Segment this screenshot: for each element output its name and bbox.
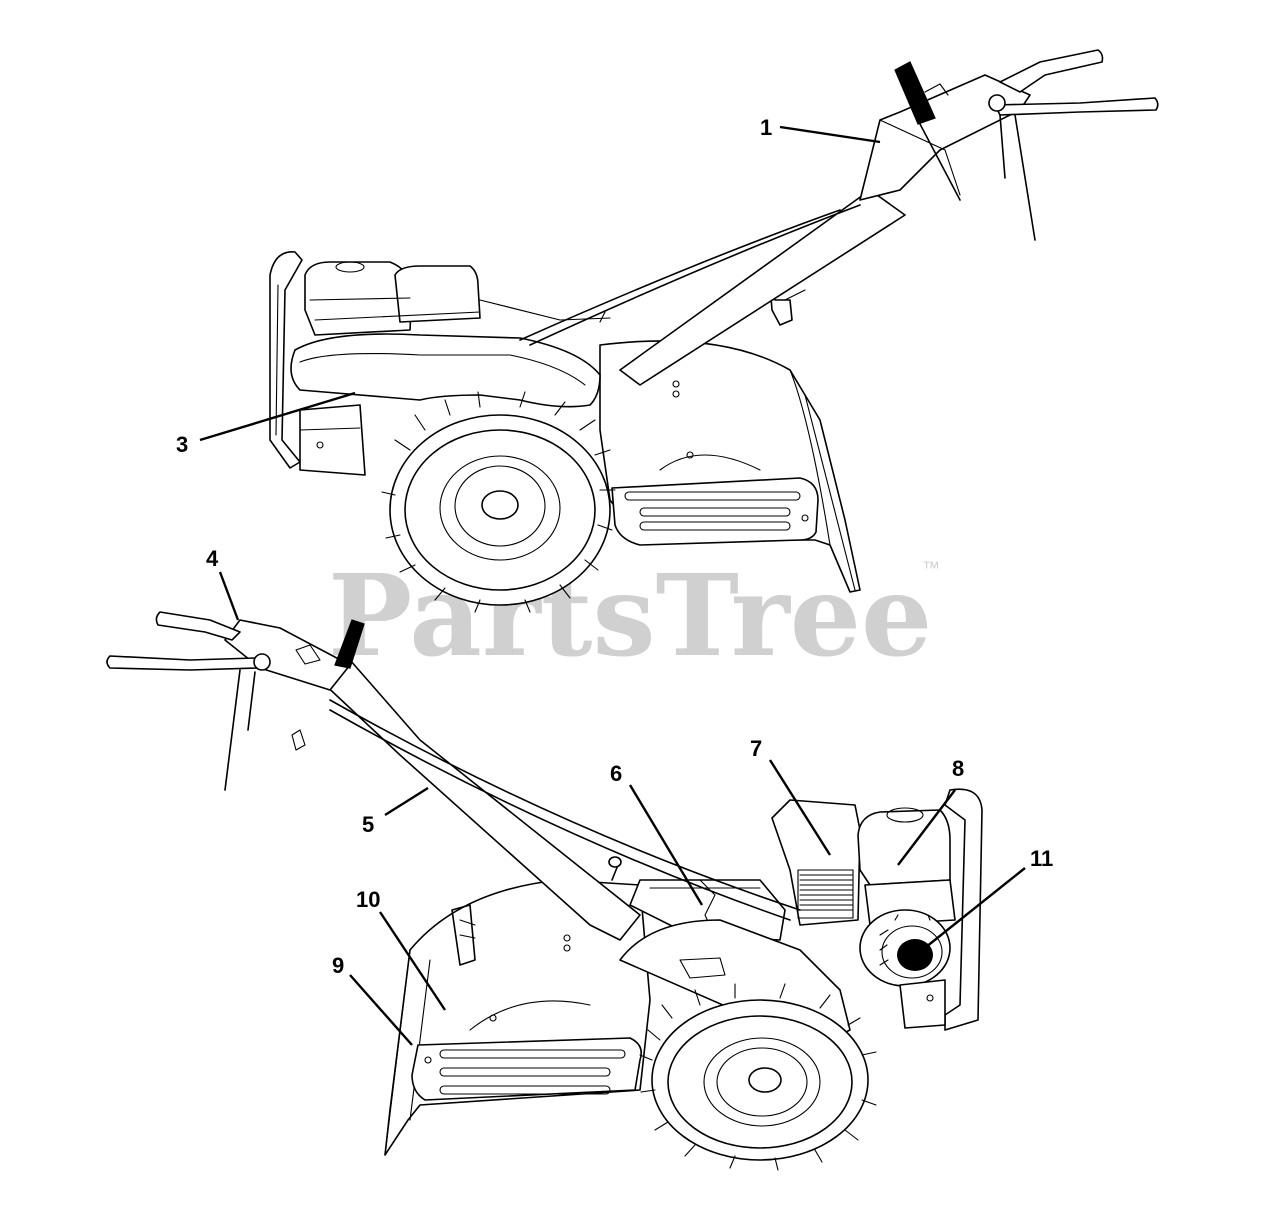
callout-3: 3	[176, 432, 188, 457]
callout-6: 6	[610, 761, 622, 786]
callout-11: 11	[1030, 846, 1053, 871]
callout-1: 1	[760, 115, 772, 140]
watermark-trademark: ™	[922, 558, 940, 578]
tiller-top-view	[269, 49, 1159, 613]
callout-5: 5	[362, 812, 374, 837]
callout-9: 9	[332, 953, 344, 978]
callout-4: 4	[206, 546, 219, 571]
callout-10: 10	[356, 887, 380, 912]
callout-labels: 1 3 4 5 6 7 8 11 10 9	[176, 115, 1053, 1046]
wheel-bottom	[639, 983, 877, 1171]
wheel-top	[381, 391, 616, 613]
callout-7: 7	[750, 736, 762, 761]
callout-8: 8	[952, 756, 964, 781]
tiller-bottom-view	[106, 611, 983, 1171]
